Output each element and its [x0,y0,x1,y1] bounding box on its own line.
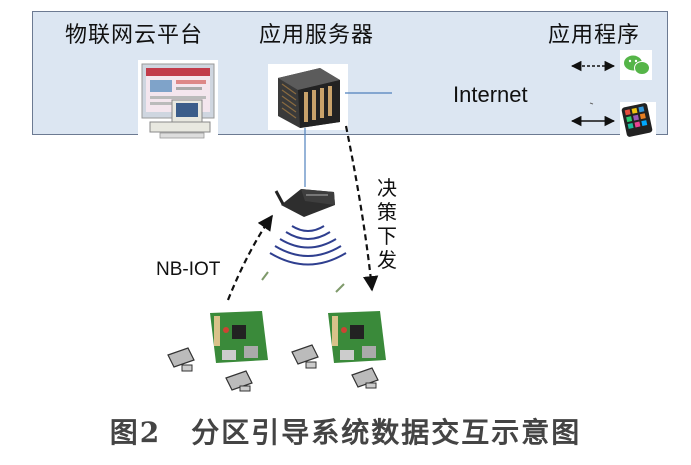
wireless-signal-icon [269,225,347,266]
camera-icon [291,344,319,369]
camera-icon [351,367,379,389]
camera-icon [167,347,195,372]
figure-caption: 图2 分区引导系统数据交互示意图 [109,416,582,449]
app-server-label: 应用服务器 [259,23,375,48]
raspberry-pi-board-icon [210,311,268,363]
wechat-icon [620,50,652,80]
nbiot-label: NB-IOT [156,259,221,280]
gateway-router-icon [274,189,335,217]
decision-downlink-arrow [344,125,379,292]
camera-icon [225,370,253,392]
iot-platform-label: 物联网云平台 [65,23,204,48]
decision-label: 决策下发 [377,176,397,272]
server-rack-icon [268,64,348,130]
smartphone-apps-icon [620,102,656,137]
internet-label: Internet [453,82,528,107]
internet-tick-mark [589,102,594,105]
signal-marks [261,271,345,293]
computer-icon [138,60,218,140]
nbiot-uplink-arrow [226,214,273,301]
app-label: 应用程序 [548,23,641,48]
raspberry-pi-board-icon [328,311,386,363]
